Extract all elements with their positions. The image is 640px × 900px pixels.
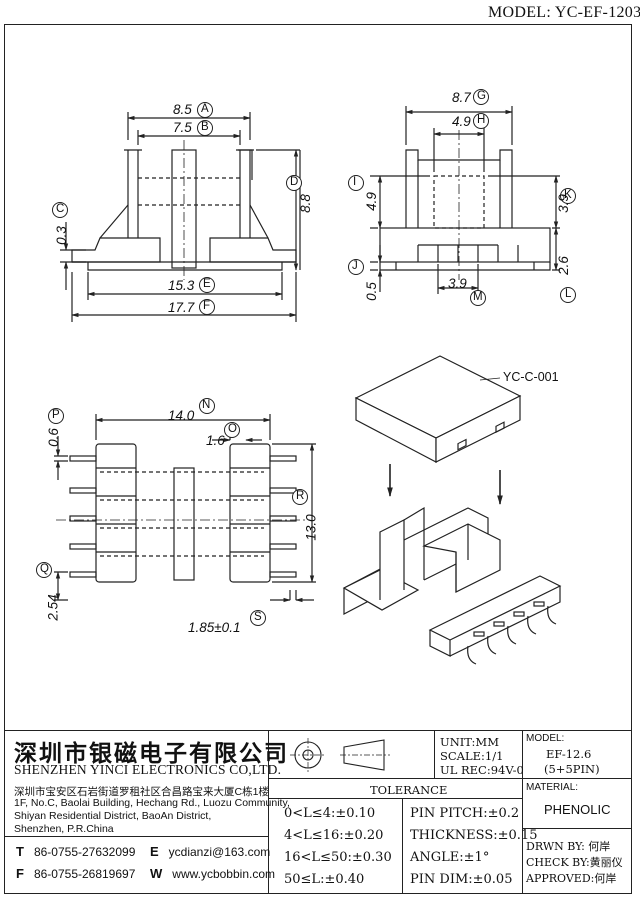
dim-m-value: 3.9: [448, 276, 467, 291]
dim-o-value: 1.6: [206, 433, 225, 448]
company-name-cn: 深圳市银磁电子有限公司: [14, 740, 289, 767]
dim-e-value: 15.3: [168, 278, 195, 293]
tolerance-row-3: 16<L≤50:±0.30: [284, 850, 392, 865]
tag-d: D: [290, 176, 299, 188]
tag-j: J: [352, 260, 358, 272]
tag-q: Q: [40, 563, 49, 575]
dimension-tags: [36, 89, 576, 626]
dim-q-value: 2.54: [45, 594, 61, 621]
address-en-line-3: Shenzhen, P.R.China: [14, 823, 114, 835]
material-title: MATERIAL:: [526, 782, 579, 793]
dim-a-value: 8.5: [173, 102, 192, 117]
tag-l: L: [565, 288, 572, 300]
address-cn: 深圳市宝安区石岩街道罗租社区合昌路宝来大厦C栋1楼: [14, 786, 269, 798]
tag-p: P: [52, 409, 60, 421]
dim-b-value: 7.5: [173, 120, 192, 135]
model-title: MODEL:: [526, 733, 565, 744]
angle: ANGLE:±1°: [410, 850, 490, 865]
title-block-top-rule: [4, 730, 632, 731]
tolerance-row-1: 0<L≤4:±0.10: [284, 806, 376, 821]
tag-f: F: [203, 300, 211, 312]
dim-d-value: 8.8: [297, 194, 313, 213]
material-value: PHENOLIC: [544, 802, 611, 817]
tag-n: N: [202, 399, 211, 411]
model-header: MODEL: YC-EF-1203: [488, 4, 640, 21]
tag-a: A: [201, 103, 209, 115]
projection-symbol-icon: [290, 738, 390, 772]
dim-r-value: 13.0: [303, 514, 319, 541]
drawn-by: DRWN BY: 何岸: [526, 840, 611, 853]
tag-r: R: [296, 490, 305, 502]
dim-k-value: 3.9: [555, 194, 571, 213]
clip-part-label: YC-C-001: [503, 370, 559, 384]
tag-b: B: [201, 121, 209, 133]
tolerance-row-2: 4<L≤16:±0.20: [284, 828, 384, 843]
tag-h: H: [477, 114, 486, 126]
drawing-border: [4, 24, 632, 894]
thickness: THICKNESS:±0.15: [410, 828, 538, 843]
dim-n-value: 14.0: [168, 408, 195, 423]
model-value: EF-12.6: [546, 747, 592, 761]
ul-rec-label: UL REC:94V-0: [440, 763, 524, 777]
pin-pitch: PIN PITCH:±0.2: [410, 806, 520, 821]
model-pins: (5+5PIN): [544, 762, 600, 776]
tag-e: E: [203, 278, 211, 290]
address-en-line-2: Shiyan Residential District, BaoAn Distr…: [14, 810, 212, 822]
company-name-en: SHENZHEN YINCI ELECTRONICS CO,LTD.: [14, 762, 282, 777]
dim-j-value: 0.5: [363, 282, 379, 301]
check-by: CHECK BY:黄丽仪: [526, 856, 623, 869]
tolerance-title: TOLERANCE: [370, 783, 448, 797]
tag-k: K: [564, 189, 572, 201]
tag-c: C: [56, 203, 65, 215]
dim-l-value: 2.6: [555, 256, 571, 275]
dim-s-value: 1.85±0.1: [188, 620, 241, 635]
dim-g-value: 8.7: [452, 90, 471, 105]
dim-i-value: 4.9: [363, 192, 379, 211]
tag-g: G: [477, 90, 486, 102]
tag-s: S: [254, 611, 262, 623]
tag-i: I: [353, 176, 357, 188]
unit-label: UNIT:MM: [440, 735, 499, 749]
tolerance-row-4: 50≤L:±0.40: [284, 872, 365, 887]
approved-by: APPROVED:何岸: [526, 872, 617, 885]
dim-p-value: 0.6: [45, 428, 61, 447]
dim-h-value: 4.9: [452, 114, 471, 129]
front-view: [60, 112, 301, 322]
scale-label: SCALE:1/1: [440, 749, 504, 763]
dim-f-value: 17.7: [168, 300, 195, 315]
address-en-line-1: 1F, No.C, Baolai Building, Hechang Rd., …: [14, 797, 290, 809]
top-view: [54, 414, 316, 603]
dim-c-value: 0.3: [53, 226, 69, 245]
iso-view: [342, 355, 562, 665]
tag-m: M: [473, 291, 483, 303]
side-view: [370, 106, 560, 294]
tag-o: O: [228, 423, 237, 435]
pin-dim: PIN DIM:±0.05: [410, 872, 513, 887]
